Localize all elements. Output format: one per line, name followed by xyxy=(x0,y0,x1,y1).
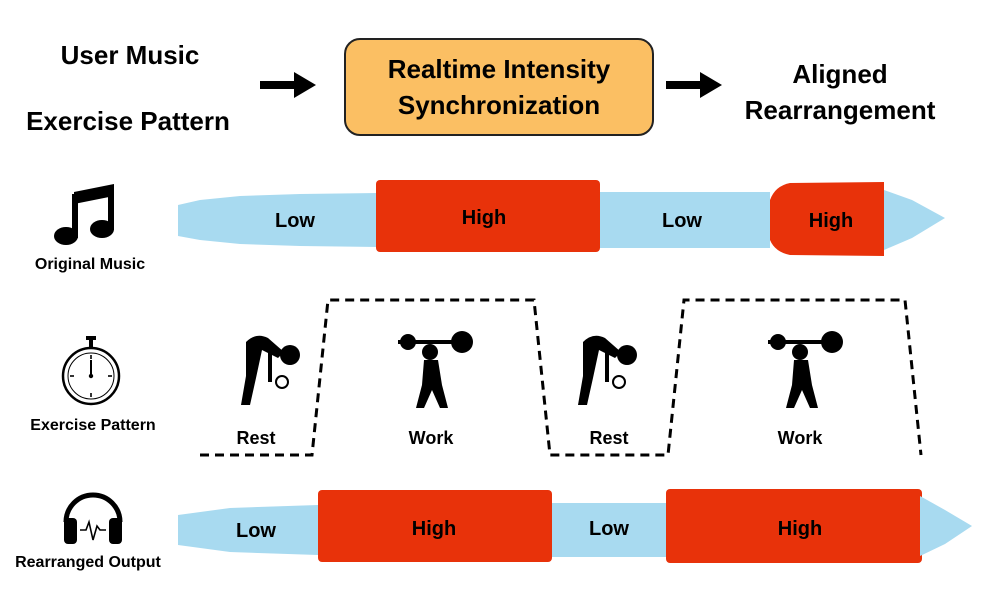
segment-label: Low xyxy=(589,518,629,540)
segment-label: High xyxy=(809,210,853,232)
rearranged-output-waveform: Low High Low High xyxy=(178,489,972,563)
input-music-label: User Music xyxy=(60,40,200,70)
waveform-low-segment xyxy=(178,193,378,247)
stopwatch-icon xyxy=(61,336,121,406)
segment-label: High xyxy=(412,518,456,540)
segment-label: Low xyxy=(662,210,702,232)
rest-figure-icon xyxy=(578,335,637,405)
segment-label: High xyxy=(778,518,822,540)
work-figure-icon xyxy=(768,331,843,408)
row-label-exercise: Exercise Pattern xyxy=(30,417,156,434)
output-label: Aligned Rearrangement xyxy=(744,59,936,125)
waveform-high-segment xyxy=(770,182,884,256)
waveform-high-segment xyxy=(376,180,600,252)
phase-label: Rest xyxy=(236,428,275,448)
process-label: Realtime Intensity Synchronization xyxy=(387,54,611,120)
headphones-icon xyxy=(63,492,123,544)
waveform-low-segment xyxy=(552,503,666,557)
rest-figure-icon xyxy=(241,335,300,405)
waveform-tail xyxy=(920,496,972,556)
row-label-original: Original Music xyxy=(34,256,146,273)
arrow-icon xyxy=(260,72,316,98)
row-label-output: Rearranged Output xyxy=(15,554,161,571)
process-box: Realtime Intensity Synchronization xyxy=(344,38,654,136)
exercise-pattern: Rest Work Rest Work xyxy=(200,298,923,457)
music-note-icon xyxy=(54,184,114,245)
work-figure-icon xyxy=(398,331,473,408)
segment-label: Low xyxy=(275,210,315,232)
segment-label: Low xyxy=(236,520,276,542)
arrow-icon xyxy=(666,72,722,98)
segment-label: High xyxy=(462,207,506,229)
input-exercise-label: Exercise Pattern xyxy=(26,106,230,136)
original-music-waveform: Low High Low High xyxy=(178,180,945,256)
phase-label: Rest xyxy=(589,428,628,448)
phase-label: Work xyxy=(409,428,455,448)
waveform-high-segment xyxy=(318,490,552,562)
intensity-line xyxy=(200,298,923,457)
waveform-low-segment xyxy=(600,192,770,248)
waveform-high-segment xyxy=(666,489,922,563)
waveform-low-segment xyxy=(178,505,318,555)
waveform-tail xyxy=(884,190,945,250)
phase-label: Work xyxy=(778,428,824,448)
